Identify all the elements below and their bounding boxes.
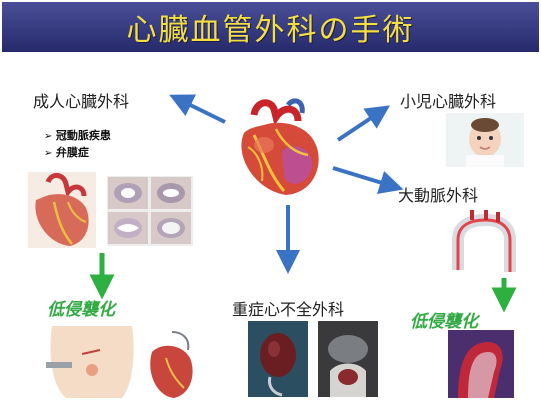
minimally-invasive-heart-image <box>142 328 198 400</box>
list-item: 弁膜症 <box>44 145 111 162</box>
title-bar: 心臓血管外科の手術 <box>2 2 539 52</box>
aortic-graft-image <box>442 210 524 278</box>
minimally-invasive-right-label: 低侵襲化 <box>410 312 478 332</box>
adult-cardiac-label: 成人心臓外科 <box>33 92 130 111</box>
arrow-to-pediatric <box>336 105 390 142</box>
baby-photo <box>446 113 524 167</box>
heart-failure-label: 重症心不全外科 <box>232 300 345 319</box>
minimally-invasive-left-label: 低侵襲化 <box>47 300 115 320</box>
arrow-to-adult <box>169 94 226 124</box>
pediatric-cardiac-label: 小児心臓外科 <box>400 92 497 111</box>
list-item: 冠動脈疾患 <box>44 128 111 145</box>
heart-illustration <box>224 95 334 200</box>
vad-device-image <box>248 321 308 397</box>
adult-items-list: 冠動脈疾患 弁膜症 <box>44 128 111 162</box>
adult-heart-image <box>28 172 96 248</box>
aortic-surgery-label: 大動脈外科 <box>398 186 479 205</box>
stent-graft-image <box>448 330 514 398</box>
slide-title: 心臓血管外科の手術 <box>126 13 415 48</box>
chest-incision-image <box>42 326 138 398</box>
arrow-to-aortic <box>332 166 404 194</box>
valve-images-grid <box>107 176 193 246</box>
transplant-surgery-image <box>318 321 378 397</box>
